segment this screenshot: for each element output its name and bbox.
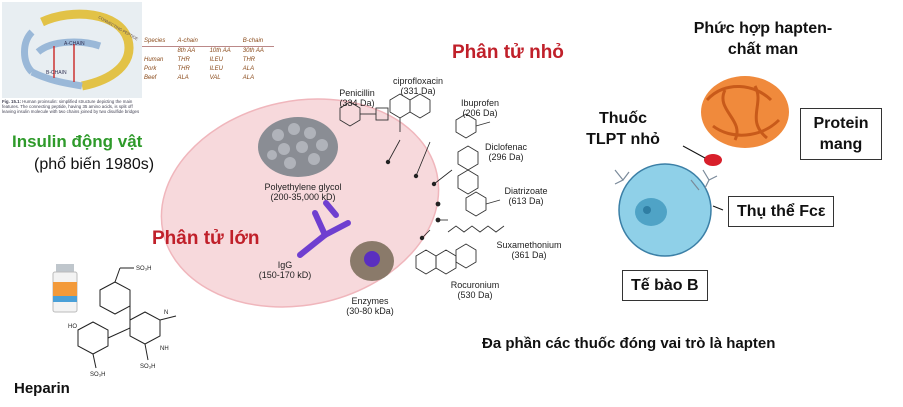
igg-label: IgG (150-170 kD) (250, 260, 320, 280)
table-cell: ALA (242, 66, 255, 72)
table-cell: Beef (144, 75, 157, 81)
peg-mass: (200-35,000 kD) (270, 192, 336, 202)
a-chain-label: A-CHAIN (64, 41, 85, 47)
large-molecules-ellipse (160, 98, 440, 308)
ciprofloxacin-label: ciprofloxacin (331 Da) (384, 76, 452, 96)
peg-blob-icon (258, 117, 338, 177)
hapten-drug-icon (704, 154, 722, 166)
insulin-figure: A-CHAIN B-CHAIN CONNECTING PEPTIDE Fig. … (2, 2, 142, 120)
caption-text: Human proinsulin: simplified structure d… (2, 99, 140, 114)
diclofenac-label: Diclofenac (296 Da) (478, 142, 534, 162)
svg-text:SO₃H: SO₃H (136, 266, 151, 272)
suxamethonium-name: Suxamethonium (496, 240, 562, 250)
svg-text:SO₃H: SO₃H (140, 364, 155, 370)
table-header: A-chain (175, 37, 208, 47)
drug-label: Thuốc TLPT nhỏ (586, 110, 660, 148)
svg-text:HO: HO (68, 324, 77, 330)
enzymes-mass: (30-80 kDa) (346, 306, 394, 316)
small-molecules-title: Phân tử nhỏ (452, 42, 564, 63)
table-cell: VAL (209, 75, 221, 81)
ibuprofen-label: Ibuprofen (206 Da) (452, 98, 508, 118)
penicillin-mass: (334 Da) (339, 98, 375, 108)
table-cell: ILEU (209, 57, 223, 63)
table-row: Human THR ILEU THR (142, 56, 274, 65)
hapten-complex-label: Phức hợp hapten-chất man (693, 20, 833, 58)
table-subheader: 30th AA (242, 48, 264, 54)
table-cell: Pork (144, 66, 157, 72)
svg-text:NH: NH (160, 346, 169, 352)
fc-receptor-icon (614, 169, 718, 191)
ibuprofen-name: Ibuprofen (460, 98, 500, 108)
suxamethonium-mass: (361 Da) (511, 250, 547, 260)
suxamethonium-label: Suxamethonium (361 Da) (494, 240, 564, 260)
table-cell: ALA (177, 75, 189, 81)
table-header: Species (142, 37, 176, 47)
carrier-protein-label: Protein mang (800, 108, 882, 160)
table-subheader: 10th AA (209, 48, 231, 54)
penicillin-name: Penicillin (339, 88, 375, 98)
fc-receptor-label: Thụ thể Fcε (728, 196, 835, 227)
ciprofloxacin-mass: (331 Da) (400, 86, 436, 96)
insulin-title: Insulin động vật (12, 132, 143, 151)
peg-label: Polyethylene glycol (200-35,000 kD) (248, 182, 358, 202)
caption-title: Fig. 15.1: (2, 99, 22, 104)
ibuprofen-mass: (206 Da) (462, 108, 498, 118)
enzyme-icon (350, 241, 394, 281)
table-subheader: 8th AA (177, 48, 196, 54)
carrier-protein-icon (701, 76, 789, 148)
insulin-subtitle: (phổ biến 1980s) (34, 156, 155, 173)
table-row: Pork THR ILEU ALA (142, 65, 274, 74)
ciprofloxacin-name: ciprofloxacin (392, 76, 444, 86)
svg-text:SO₃H: SO₃H (90, 372, 105, 378)
table-header: B-chain (240, 37, 274, 47)
enzymes-label: Enzymes (30-80 kDa) (335, 296, 405, 316)
rocuronium-name: Rocuronium (450, 280, 500, 290)
igg-antibody-icon (297, 200, 351, 258)
table-cell: Human (144, 57, 164, 63)
penicillin-label: Penicillin (334 Da) (332, 88, 382, 108)
svg-text:N: N (164, 310, 168, 316)
diatrizoate-mass: (613 Da) (508, 196, 544, 206)
table-subheader (142, 47, 175, 57)
diatrizoate-name: Diatrizoate (504, 186, 548, 196)
heparin-label: Heparin (14, 380, 70, 397)
b-chain-label: B-CHAIN (46, 70, 67, 76)
table-cell: THR (177, 66, 190, 72)
insulin-species-table: Species A-chain B-chain 8th AA 10th AA 3… (142, 37, 274, 83)
diclofenac-name: Diclofenac (484, 142, 528, 152)
table-row: Beef ALA VAL ALA (142, 74, 274, 83)
b-cell-icon (618, 163, 712, 257)
large-molecules-title: Phân tử lớn (152, 228, 260, 249)
diclofenac-mass: (296 Da) (488, 152, 524, 162)
proinsulin-diagram: A-CHAIN B-CHAIN CONNECTING PEPTIDE (2, 2, 142, 98)
igg-name: IgG (277, 260, 293, 270)
small-molecule-structures (339, 93, 505, 275)
table-cell: ALA (242, 75, 255, 81)
conclusion-text: Đa phần các thuốc đóng vai trò là hapten (482, 335, 776, 352)
rocuronium-label: Rocuronium (530 Da) (445, 280, 505, 300)
peg-name: Polyethylene glycol (264, 182, 342, 192)
igg-mass: (150-170 kD) (258, 270, 312, 280)
hapten-complex-diagram (614, 76, 789, 257)
diatrizoate-label: Diatrizoate (613 Da) (498, 186, 554, 206)
heparin-structure: SO₃H N SO₃H SO₃H HO NH (52, 264, 177, 378)
table-cell: THR (242, 57, 256, 63)
table-cell: THR (177, 57, 190, 63)
b-cell-label: Tế bào B (622, 270, 708, 301)
insulin-caption: Fig. 15.1: Human proinsulin: simplified … (2, 99, 142, 114)
table-cell: ILEU (209, 66, 223, 72)
enzymes-name: Enzymes (351, 296, 389, 306)
table-header (207, 37, 241, 47)
rocuronium-mass: (530 Da) (457, 290, 493, 300)
